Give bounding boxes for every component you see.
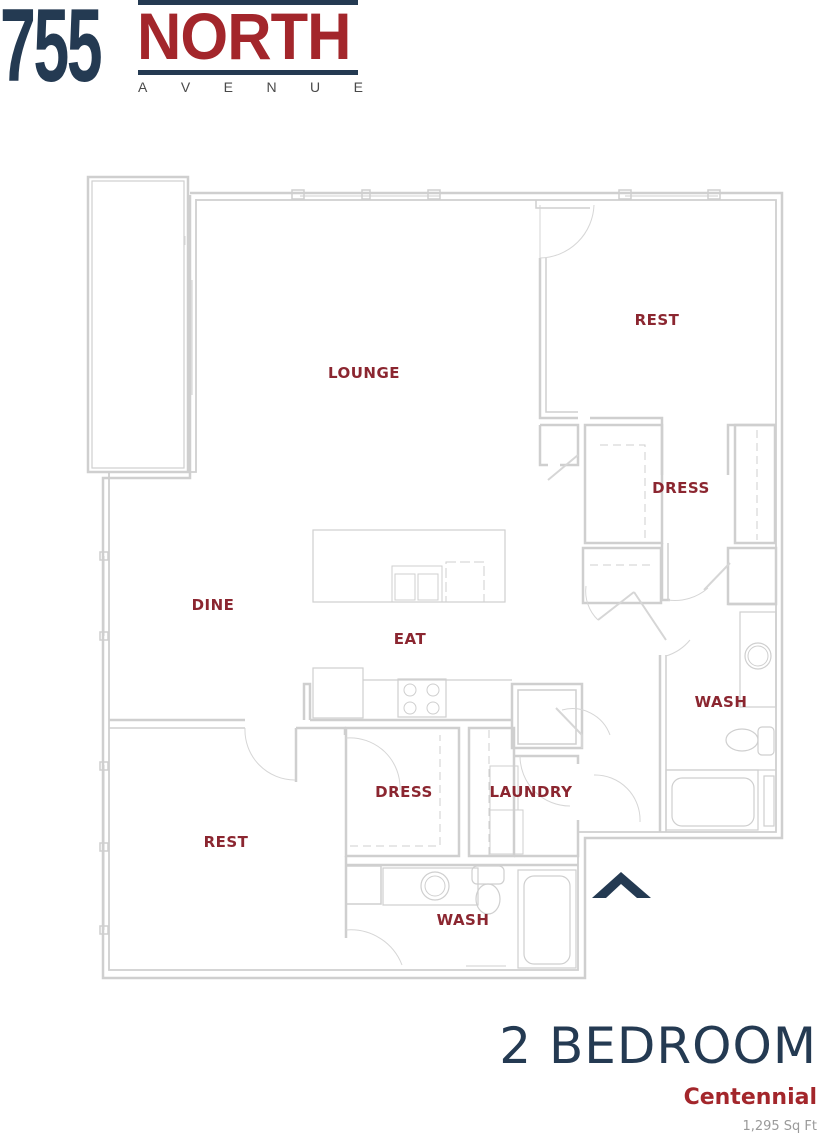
logo-subtitle-letter: N <box>266 79 277 95</box>
room-label-dine: DINE <box>191 596 235 614</box>
logo-subtitle-letter: E <box>223 79 233 95</box>
unit-size: 1,295 Sq Ft <box>742 1119 817 1134</box>
logo-subtitle-letter: A <box>138 79 148 95</box>
room-label-dress-primary: DRESS <box>652 479 710 497</box>
logo-subtitle-letter: U <box>310 79 321 95</box>
brand-logo: 755 NORTH A V E N U E <box>0 0 370 100</box>
room-label-wash-primary: WASH <box>694 693 748 711</box>
entry-arrow-icon <box>592 872 651 898</box>
room-label-dress-secondary: DRESS <box>375 783 433 801</box>
unit-name: Centennial <box>683 1085 817 1110</box>
room-label-wash-secondary: WASH <box>436 911 490 929</box>
room-label-lounge: LOUNGE <box>327 364 401 382</box>
room-label-rest-primary: REST <box>634 311 680 329</box>
room-label-rest-secondary: REST <box>203 833 249 851</box>
logo-rule-bottom <box>138 70 358 75</box>
logo-number: 755 <box>0 0 103 104</box>
logo-name: NORTH <box>137 0 352 73</box>
room-label-eat: EAT <box>393 630 427 648</box>
unit-type-title: 2 BEDROOM <box>499 1017 817 1075</box>
logo-subtitle-letter: V <box>180 79 191 95</box>
room-label-laundry: LAUNDRY <box>489 783 573 801</box>
walls <box>86 175 784 980</box>
door-swings <box>184 204 731 966</box>
logo-rule-top <box>138 0 358 5</box>
logo-subtitle-letter: E <box>353 79 363 95</box>
logo-subtitle: A V E N U E <box>138 79 363 95</box>
